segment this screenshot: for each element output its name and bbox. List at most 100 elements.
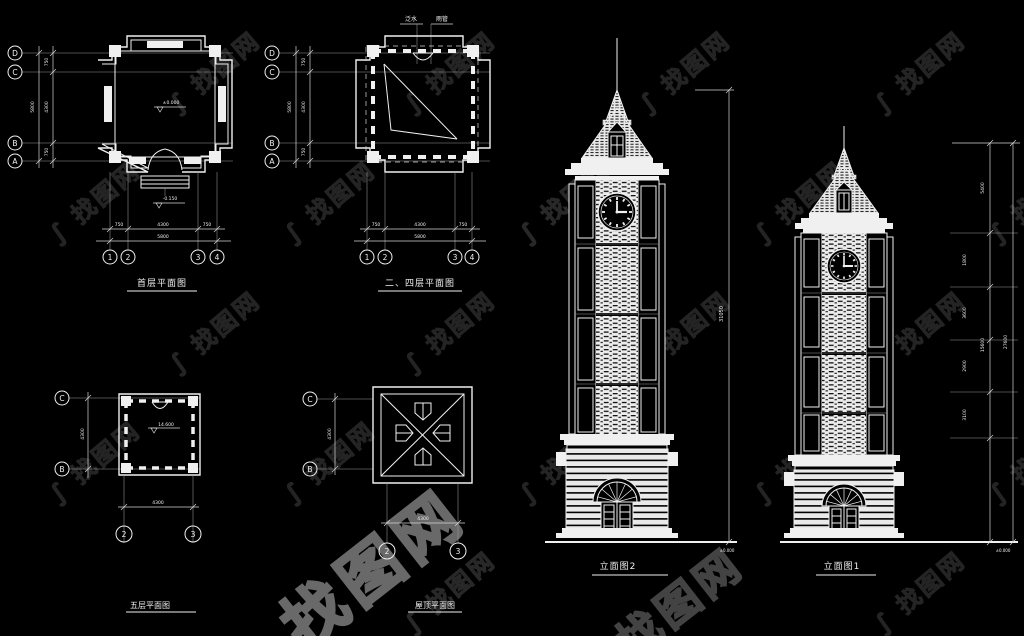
grid-bubble-label: C <box>12 68 17 77</box>
dim-text: 750 <box>459 222 468 228</box>
grid-bubble-label: C <box>59 394 64 403</box>
grid-bubbles-rows: D C B A <box>265 46 279 168</box>
elev2-caption: 立面图2 <box>600 560 637 572</box>
plan-fifth-floor: C B 4300 <box>55 391 201 612</box>
grid-bubble-label: 1 <box>365 253 370 262</box>
height-dimension-chain: 5400 1800 3600 2900 3100 15600 27600 ±0.… <box>950 140 1020 553</box>
dim-text: 4300 <box>80 428 86 440</box>
roof-outline <box>373 387 472 483</box>
grid-bubbles-rows: D C B A <box>8 46 22 168</box>
grid-bubble-label: 2 <box>126 253 131 262</box>
entry-steps <box>141 176 189 188</box>
dim-text: 27600 <box>1003 335 1009 349</box>
grid-bubble-label: 3 <box>191 530 196 539</box>
plan-first-floor: D C B A 750 4300 750 5800 <box>8 36 233 291</box>
dim-text: 4300 <box>301 101 307 113</box>
leader-label: 雨管 <box>436 15 448 23</box>
dim-text: 5800 <box>157 234 169 240</box>
arched-entrance <box>593 478 641 532</box>
plan1-entry-level-marker: -0.150 <box>153 188 185 208</box>
grid-bubble-label: 2 <box>385 547 390 556</box>
vertical-dimension: 4300 <box>80 392 91 478</box>
grid-bubble-label: B <box>12 139 17 148</box>
plan3-caption: 五层平面图 <box>130 601 170 610</box>
grid-bubble-label: A <box>12 157 18 166</box>
pilaster-panels <box>804 239 884 451</box>
stair-flight <box>384 64 457 139</box>
pilaster-panels <box>578 186 656 432</box>
tower-shaft <box>795 233 893 455</box>
dim-text: 750 <box>372 222 381 228</box>
dim-text: 4300 <box>44 101 50 113</box>
tower-base <box>556 434 678 538</box>
overall-height-dimension: 31050 ±0.000 <box>695 87 735 553</box>
dim-text: 750 <box>301 58 307 67</box>
dim-text: 31050 <box>719 306 725 322</box>
dim-text: 1800 <box>962 254 968 266</box>
clock-face <box>827 249 861 283</box>
roof-dormer-window <box>836 182 852 213</box>
grid-bubble-label: 1 <box>108 253 113 262</box>
vertical-dimension: 4300 <box>327 393 338 475</box>
level-text: ±0.000 <box>163 100 180 106</box>
horizontal-dimension-chain: 750 4300 750 5800 <box>96 172 231 250</box>
dim-text: 5800 <box>287 101 293 113</box>
horizontal-dimension: 4300 <box>118 475 199 543</box>
entry-door <box>148 149 182 170</box>
dim-text: 5800 <box>30 101 36 113</box>
dim-text: 5800 <box>414 234 426 240</box>
plan4-caption: 屋顶平面图 <box>415 601 455 610</box>
plan2-leaders: 泛水 雨管 <box>400 15 453 64</box>
tower-shaft <box>569 180 665 435</box>
dim-text: 4300 <box>152 500 164 506</box>
grid-bubble-label: C <box>307 395 312 404</box>
horizontal-dimension-chain: 750 4300 750 5800 <box>354 172 486 250</box>
niche <box>413 53 433 60</box>
elev1-caption: 立面图1 <box>824 560 861 572</box>
dim-text: 750 <box>203 222 212 228</box>
niche <box>152 402 168 409</box>
grid-bubble-label: D <box>269 49 275 58</box>
plan1-caption: 首层平面图 <box>137 277 187 289</box>
grid-bubble-label: B <box>59 465 64 474</box>
grid-bubble-label: D <box>12 49 18 58</box>
grid-bubbles-cols: 1 2 3 4 <box>360 250 479 264</box>
plan2-caption: 二、四层平面图 <box>385 278 455 289</box>
plan1-floor-level-marker: ±0.000 <box>154 100 186 112</box>
grid-bubble-label: 4 <box>470 253 475 262</box>
grid-bubble-label: 2 <box>383 253 388 262</box>
grid-bubbles-cols: 1 2 3 4 <box>103 250 224 264</box>
plan2-building-outline <box>356 36 490 172</box>
tower-base <box>784 455 904 538</box>
horizontal-dimension: 4300 <box>381 483 465 543</box>
grid-bubble-label: B <box>307 465 312 474</box>
dim-text: 3600 <box>962 307 968 319</box>
dim-text: 4300 <box>414 222 426 228</box>
plan-roof: C B 4300 <box>303 387 472 612</box>
dim-text: 4300 <box>417 516 429 522</box>
dim-text: 5400 <box>980 182 986 194</box>
grid-bubble-label: C <box>269 68 274 77</box>
grid-bubble-label: 3 <box>196 253 201 262</box>
leader-label: 泛水 <box>405 15 417 23</box>
level-text: ±0.000 <box>996 548 1011 553</box>
elevation-1: 5400 1800 3600 2900 3100 15600 27600 ±0.… <box>780 126 1020 575</box>
plan3-floor-level-marker: 14.600 <box>148 422 180 433</box>
clock-face <box>598 193 636 231</box>
grid-bubble-label: 4 <box>215 253 220 262</box>
dim-text: 2900 <box>962 360 968 372</box>
grid-bubble-label: A <box>269 157 275 166</box>
dim-text: 750 <box>44 148 50 157</box>
dim-text: 3100 <box>962 409 968 421</box>
grid-bubble-label: 3 <box>456 547 461 556</box>
dim-text: 750 <box>115 222 124 228</box>
plan1-building-outline <box>98 36 232 188</box>
dim-text: 4300 <box>157 222 169 228</box>
grid-bubble-label: B <box>269 139 274 148</box>
dim-text: 750 <box>301 148 307 157</box>
elevation-2: 31050 ±0.000 立面图2 <box>545 38 737 575</box>
level-text: ±0.000 <box>720 548 735 553</box>
plan-floors-2-4: D C B A 750 4300 750 5800 泛水 雨管 <box>265 15 490 291</box>
